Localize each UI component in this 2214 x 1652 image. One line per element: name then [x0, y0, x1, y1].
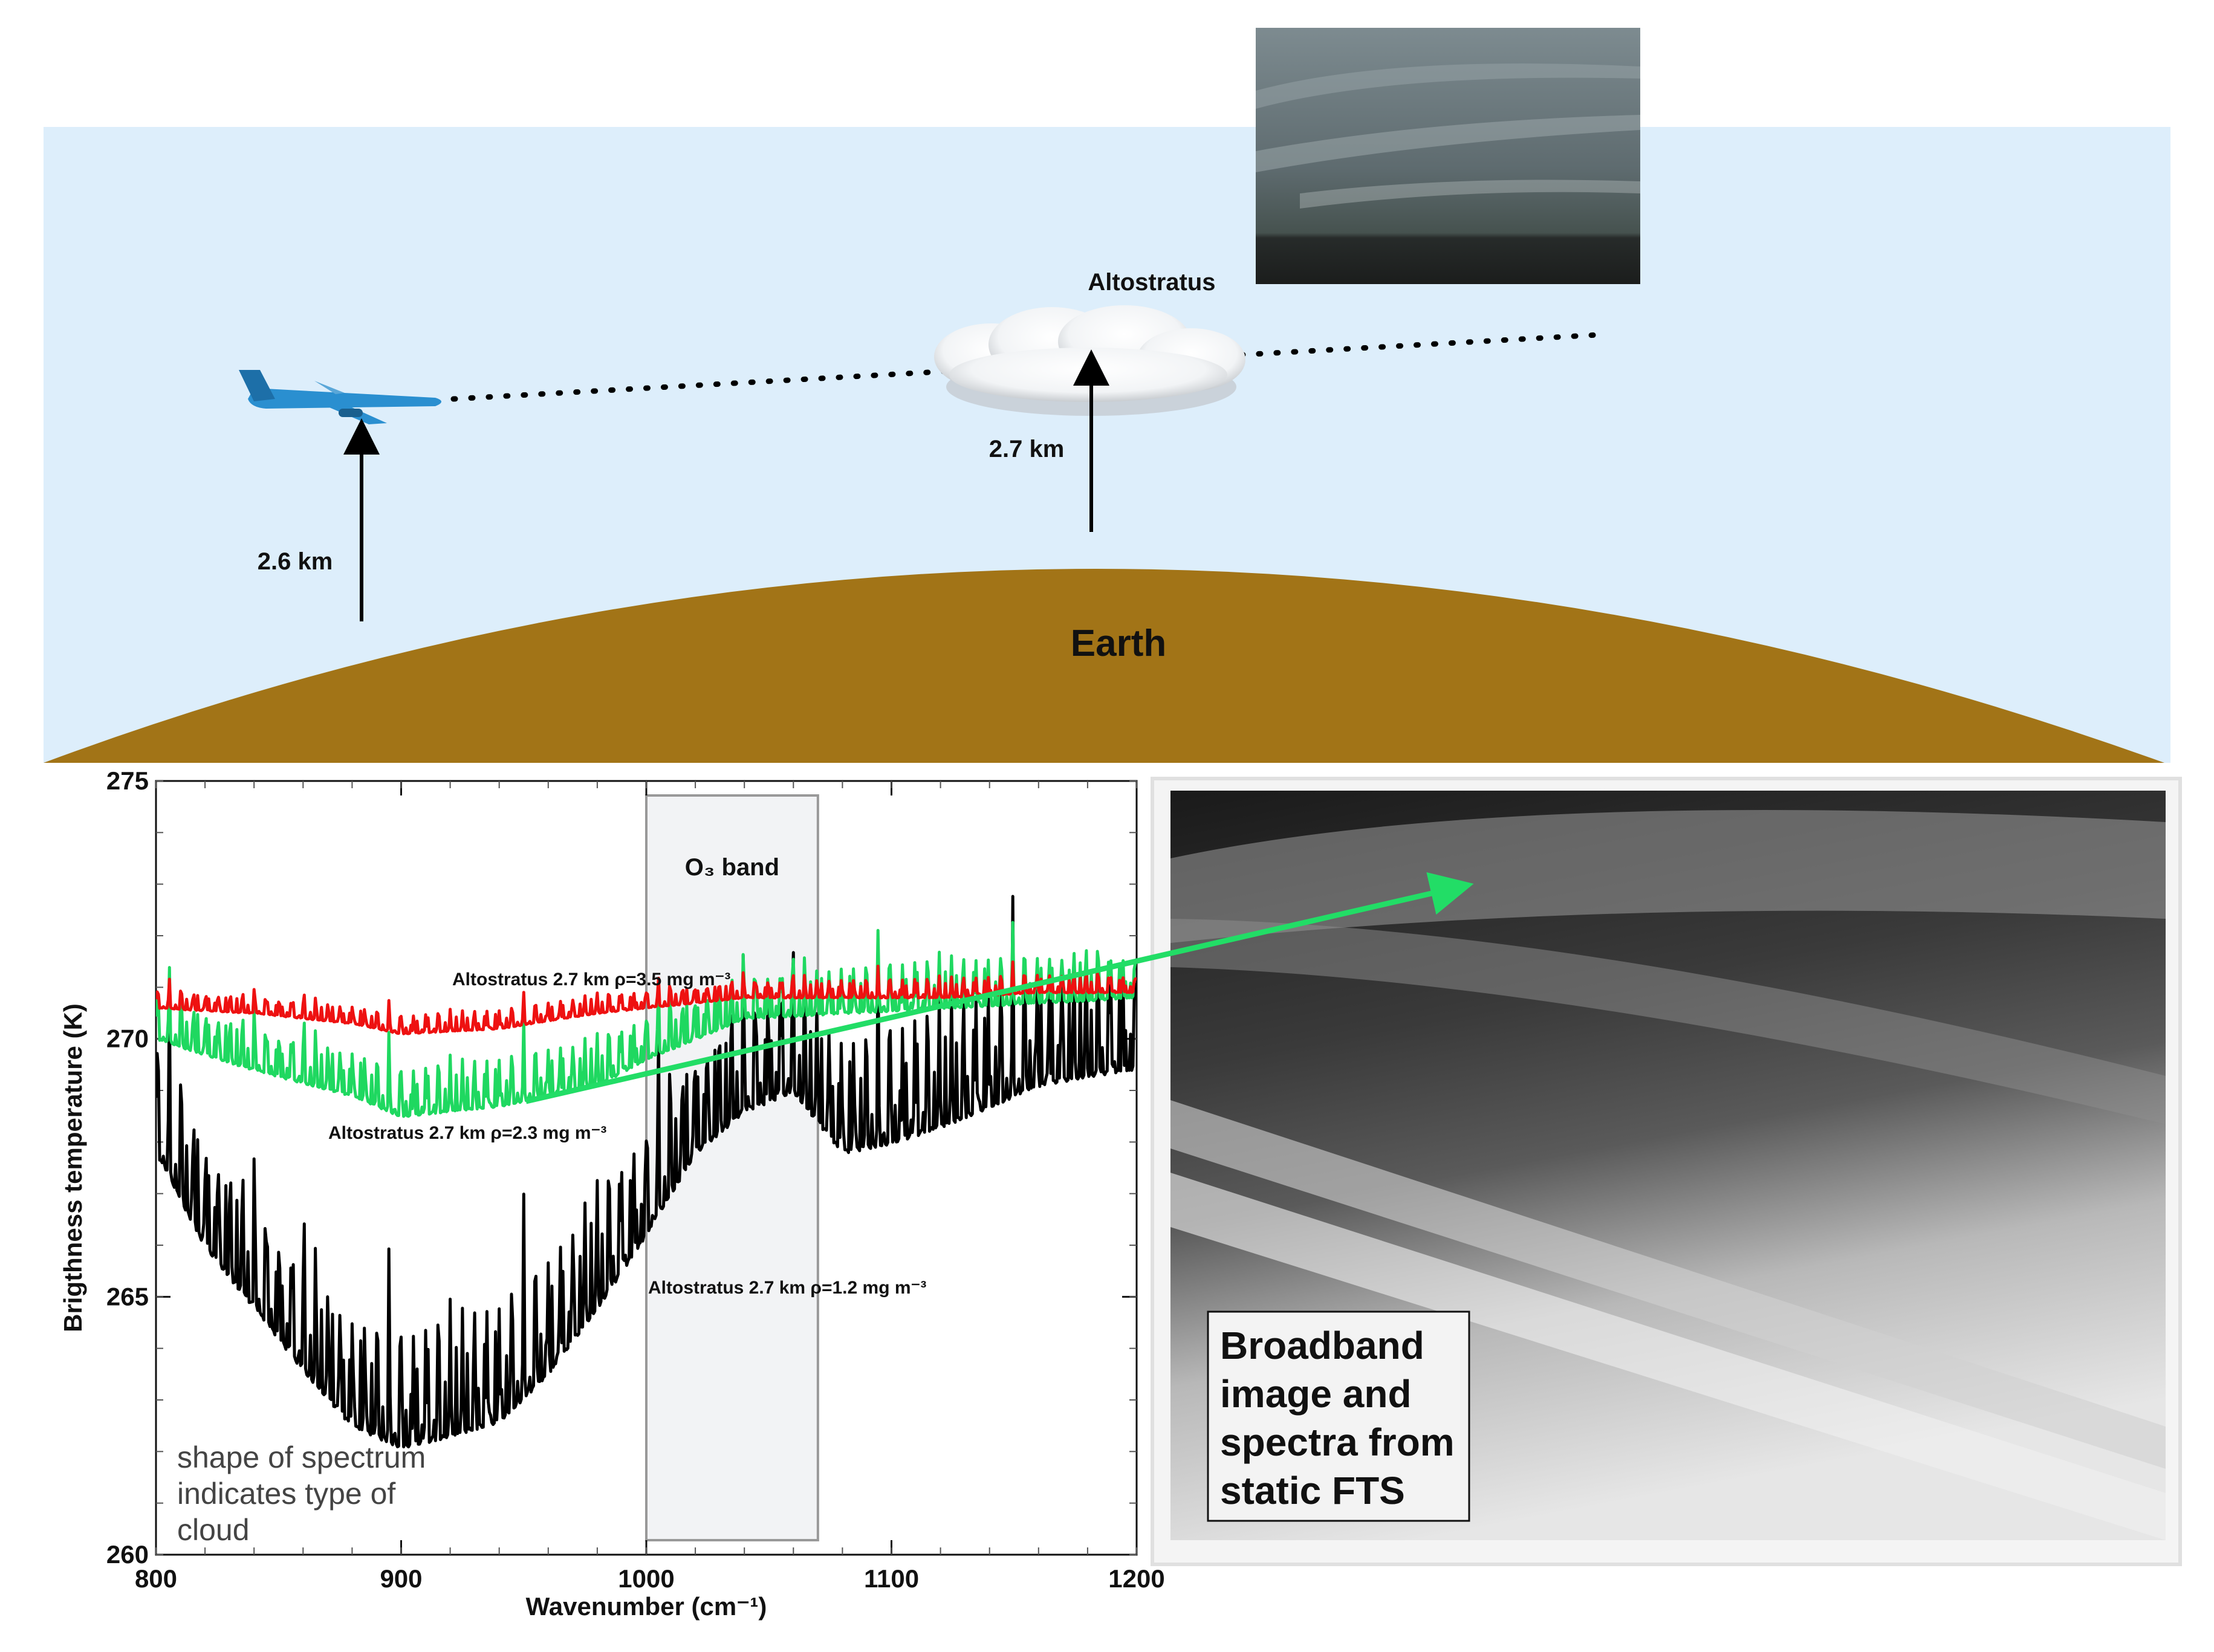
x-tick-label: 1200 — [1108, 1564, 1164, 1593]
axis-ticks — [155, 780, 1138, 1556]
aircraft-icon — [239, 370, 441, 424]
series-line-red — [156, 960, 1137, 1035]
cloud-photo — [1256, 28, 1640, 284]
cloud-altitude-label: 2.7 km — [989, 436, 1065, 462]
x-tick-label: 800 — [135, 1564, 177, 1593]
x-tick-label: 1000 — [618, 1564, 674, 1593]
x-tick-label: 900 — [380, 1564, 422, 1593]
earth-surface — [44, 569, 2164, 763]
series-label-red: Altostratus 2.7 km ρ=3.5 mg m⁻³ — [452, 970, 730, 990]
cloud-type-note: shape of spectrum indicates type of clou… — [177, 1440, 426, 1547]
caption-line-1: Broadband — [1220, 1324, 1424, 1367]
x-axis-title: Wavenumber (cm⁻¹) — [526, 1592, 767, 1621]
cloud-type-label: Altostratus — [1088, 269, 1215, 296]
caption-line-4: static FTS — [1220, 1469, 1405, 1512]
spectrum-chart: O₃ band 800 900 1000 1100 1200 260 265 270 275 A… — [59, 766, 1165, 1621]
caption-box — [1207, 1310, 1470, 1522]
broadband-image: Broadband image and spectra from static … — [1151, 777, 2182, 1566]
note-line-2: indicates type of — [177, 1477, 395, 1511]
caption-line-3: spectra from — [1220, 1420, 1455, 1464]
earth-label: Earth — [1071, 623, 1166, 664]
y-tick-label: 270 — [106, 1025, 149, 1053]
link-arrow — [525, 872, 1474, 1104]
series-line-black — [156, 895, 1137, 1449]
y-tick-label: 275 — [106, 766, 149, 795]
caption-line-2: image and — [1220, 1372, 1412, 1416]
tick-labels: 800 900 1000 1100 1200 260 265 270 275 — [106, 766, 1165, 1593]
y-tick-label: 260 — [106, 1540, 149, 1569]
series-label-black: Altostratus 2.7 km ρ=1.2 mg m⁻³ — [648, 1278, 926, 1298]
y-axis-title: Brigthness temperature (K) — [59, 1003, 87, 1332]
o3-band-label: O₃ band — [685, 854, 779, 881]
note-line-3: cloud — [177, 1513, 250, 1547]
series-label-green: Altostratus 2.7 km ρ=2.3 mg m⁻³ — [328, 1123, 606, 1143]
x-tick-label: 1100 — [864, 1564, 919, 1593]
y-tick-label: 265 — [106, 1282, 149, 1310]
note-line-1: shape of spectrum — [177, 1440, 426, 1474]
aircraft-altitude-label: 2.6 km — [258, 548, 333, 575]
